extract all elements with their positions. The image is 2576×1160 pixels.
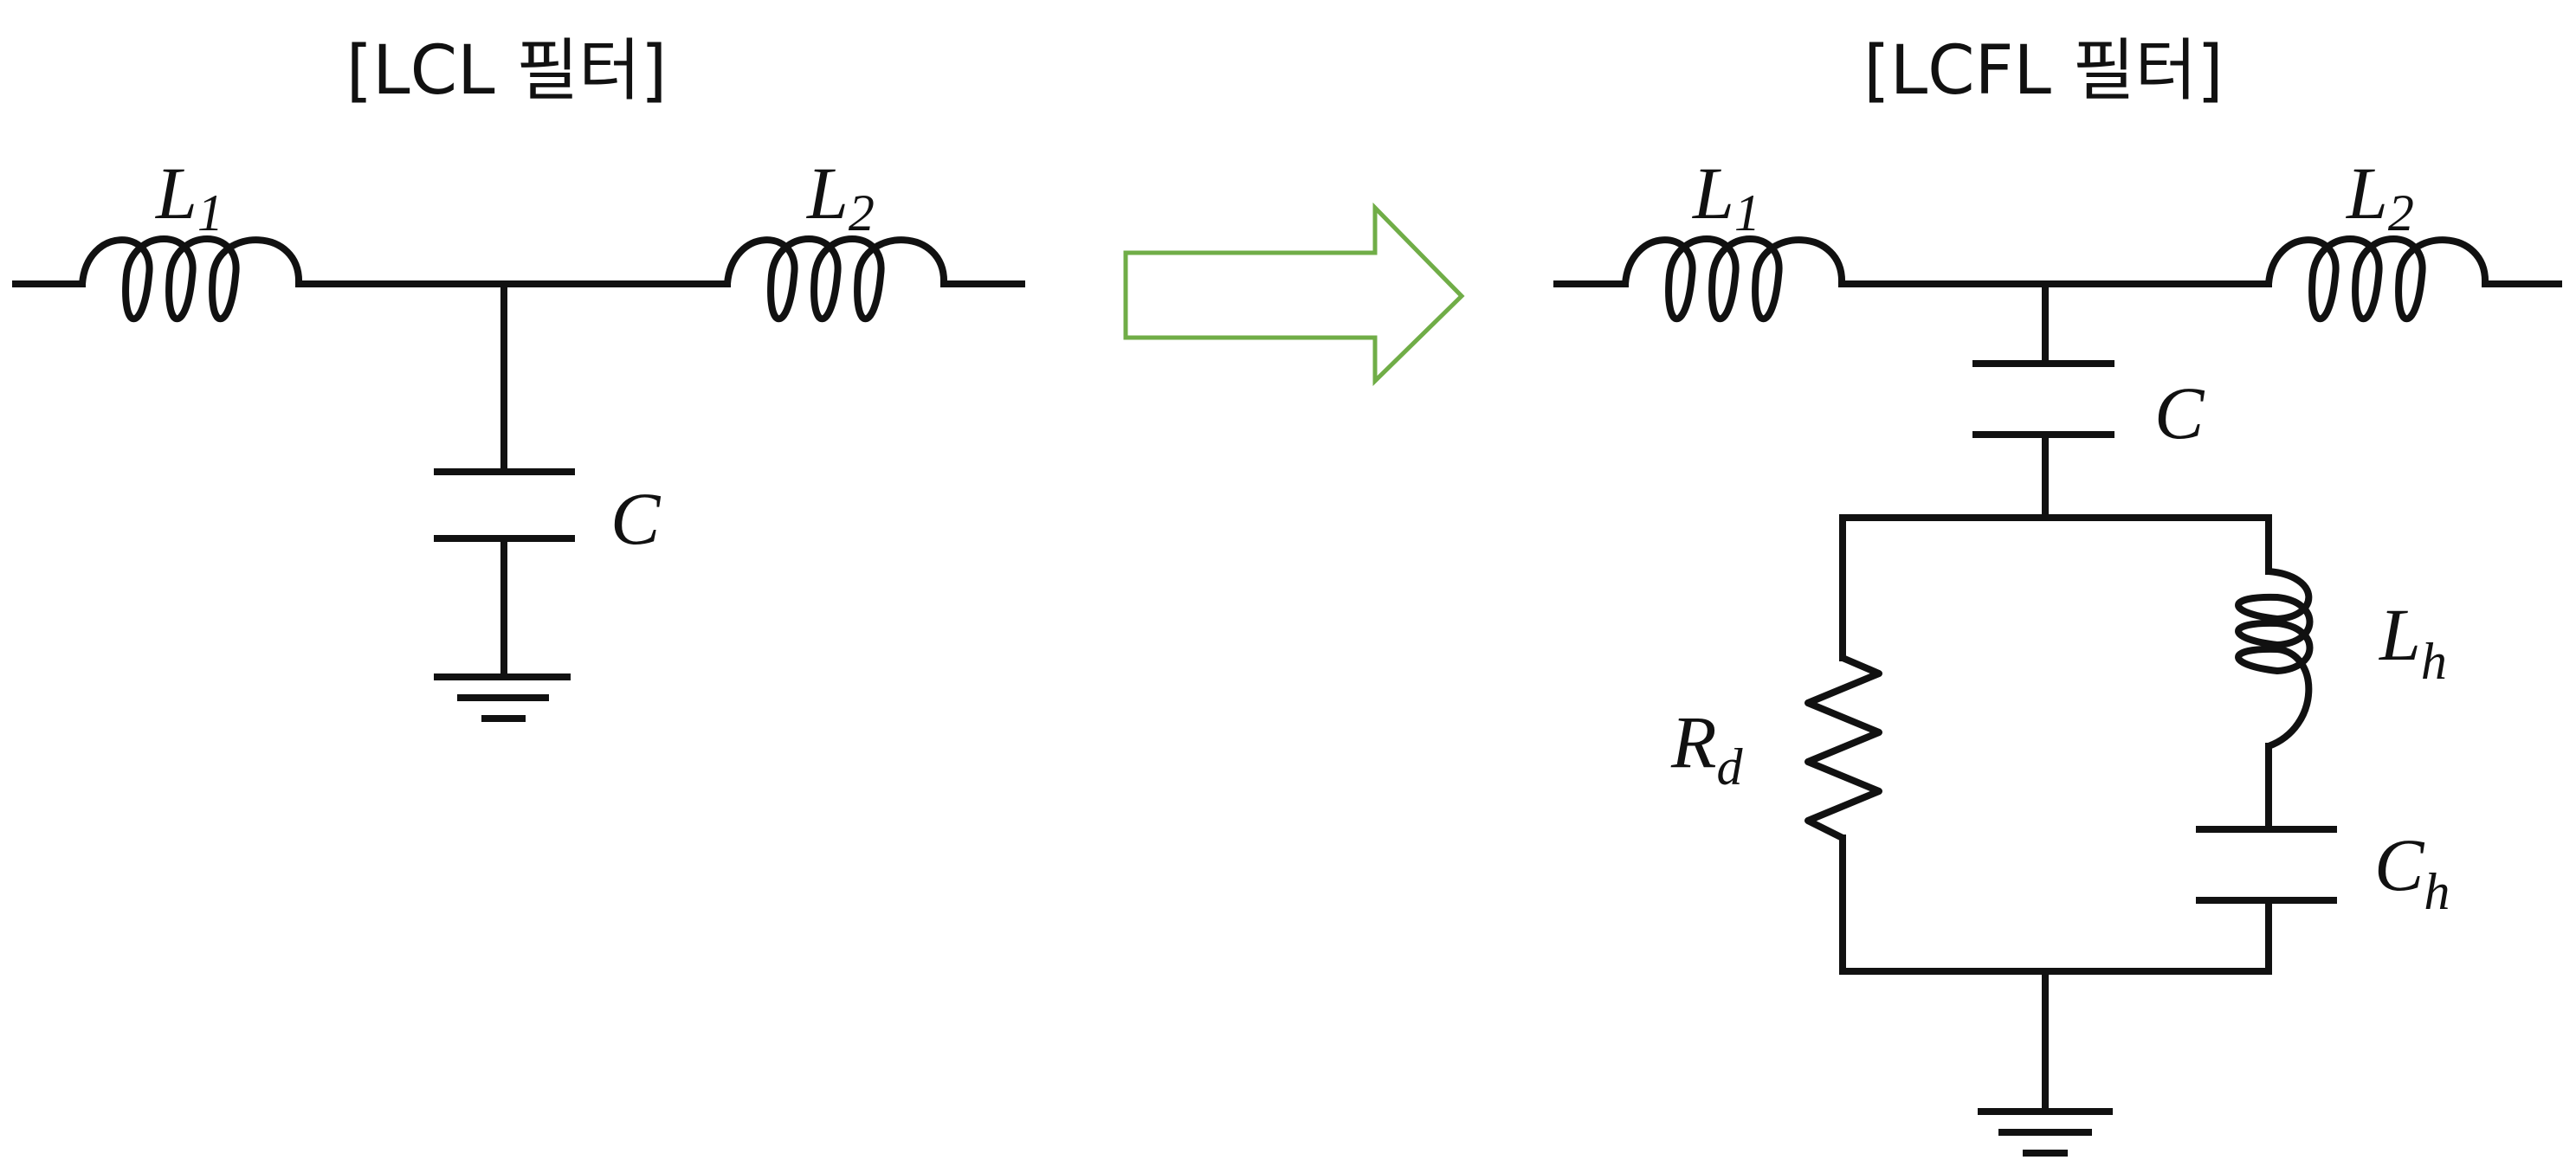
resistor-rd bbox=[1804, 654, 1882, 841]
label-l2: L2 bbox=[2345, 151, 2414, 242]
lcl-filter-circuit bbox=[12, 235, 1025, 722]
lcfl-filter-title: [LCFL 필터] bbox=[1863, 32, 2223, 110]
capacitor-c bbox=[434, 468, 575, 542]
inductor-lh bbox=[2235, 568, 2314, 750]
capacitor-c bbox=[1972, 360, 2114, 438]
label-l1: L1 bbox=[1691, 151, 1760, 242]
ground-icon bbox=[434, 673, 571, 722]
label-l1: L1 bbox=[154, 151, 223, 242]
label-c: C bbox=[2154, 371, 2205, 454]
inductor-l2 bbox=[724, 235, 948, 322]
inductor-l2 bbox=[2265, 235, 2489, 322]
lcl-filter-title: [LCL 필터] bbox=[346, 32, 668, 110]
capacitor-ch bbox=[2196, 826, 2337, 904]
right-arrow-icon bbox=[1123, 202, 1465, 386]
label-ch: Ch bbox=[2374, 823, 2450, 920]
label-c: C bbox=[610, 477, 662, 560]
label-lh: Lh bbox=[2378, 593, 2447, 690]
inductor-l1 bbox=[79, 235, 303, 322]
label-l2: L2 bbox=[805, 151, 875, 242]
ground-icon bbox=[1978, 1108, 2113, 1157]
inductor-l1 bbox=[1622, 235, 1846, 322]
label-rd: Rd bbox=[1670, 700, 1744, 796]
lcfl-filter-circuit bbox=[1553, 235, 2562, 1157]
